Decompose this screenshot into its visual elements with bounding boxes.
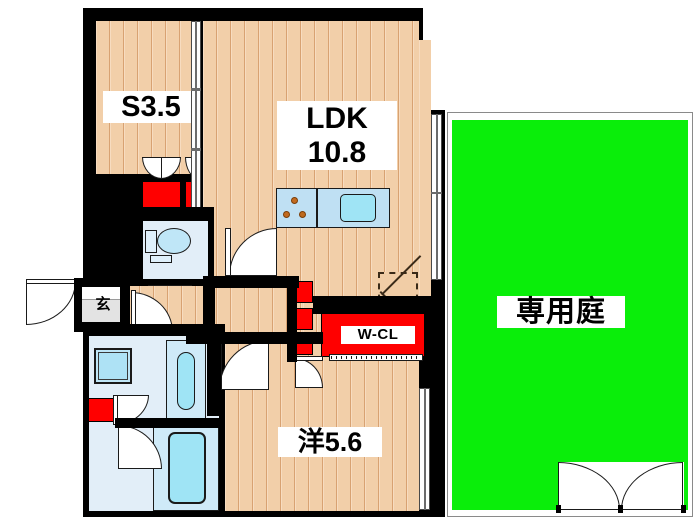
kitchen-sink xyxy=(340,194,376,222)
partition-marker-a xyxy=(191,88,201,91)
ldk-door-leaf[interactable] xyxy=(225,228,231,276)
garden-door-jamb-right xyxy=(681,505,686,513)
toilet-tank xyxy=(145,230,157,253)
wall-seg-bath-divider xyxy=(115,418,219,428)
wcl-door-hatch xyxy=(331,356,421,359)
wcl-side-door-leaf[interactable] xyxy=(295,356,323,361)
partition-marker-b xyxy=(191,148,201,151)
wall-seg-entrance-right xyxy=(120,280,130,332)
washbasin-bowl xyxy=(177,352,195,410)
toilet-bowl xyxy=(157,228,191,254)
partition-rail xyxy=(195,21,197,221)
wall-seg-washroom-right xyxy=(207,336,221,416)
washing-machine-inner xyxy=(98,352,128,380)
stove-burner-1 xyxy=(291,197,298,204)
wall-seg-wcl-top xyxy=(313,296,425,314)
wcl-stub-mid xyxy=(295,308,313,330)
wall-seg-entrance-left xyxy=(74,278,82,332)
ldk-label-size: 10.8 xyxy=(277,135,397,171)
ldk-floor-right-step xyxy=(419,40,431,296)
kitchen-counter-divider xyxy=(316,188,318,228)
stove-burner-3 xyxy=(299,211,306,218)
garden-label: 専用庭 xyxy=(497,296,625,329)
wall-seg-bedroom-top xyxy=(203,332,323,344)
wall-seg-hall-vert-a xyxy=(203,276,215,336)
garden-door-jamb-left xyxy=(556,505,561,513)
bedroom-window-rail xyxy=(424,388,426,510)
wall-notch-right-upper xyxy=(431,48,447,110)
bedroom-label: 洋5.6 xyxy=(278,427,382,458)
wall-seg-wcl-left xyxy=(287,276,297,362)
walk-in-closet-label: W-CL xyxy=(341,326,415,344)
ldk-label-name: LDK xyxy=(277,101,397,137)
ldk-window-marker xyxy=(431,192,442,194)
service-room-label: S3.5 xyxy=(103,91,199,124)
bathtub xyxy=(168,432,206,504)
toilet-seat-detail xyxy=(150,255,172,263)
stove-burner-2 xyxy=(283,211,290,218)
wall-seg-entrance-bottom xyxy=(74,322,130,332)
entrance-door-leaf[interactable] xyxy=(26,279,76,284)
washroom-closet xyxy=(88,398,114,422)
ldk-window-rail xyxy=(436,114,438,280)
wall-seg-left-of-toilet xyxy=(83,174,143,284)
garden-door-jamb-mid xyxy=(618,505,623,513)
wall-seg-ldk-bottom xyxy=(203,276,299,288)
bedroom-door-swing[interactable] xyxy=(219,340,269,390)
wall-seg-entrance-top xyxy=(74,278,130,287)
wall-seg-hall-top xyxy=(136,207,214,217)
entrance-label: 玄 xyxy=(95,296,111,313)
